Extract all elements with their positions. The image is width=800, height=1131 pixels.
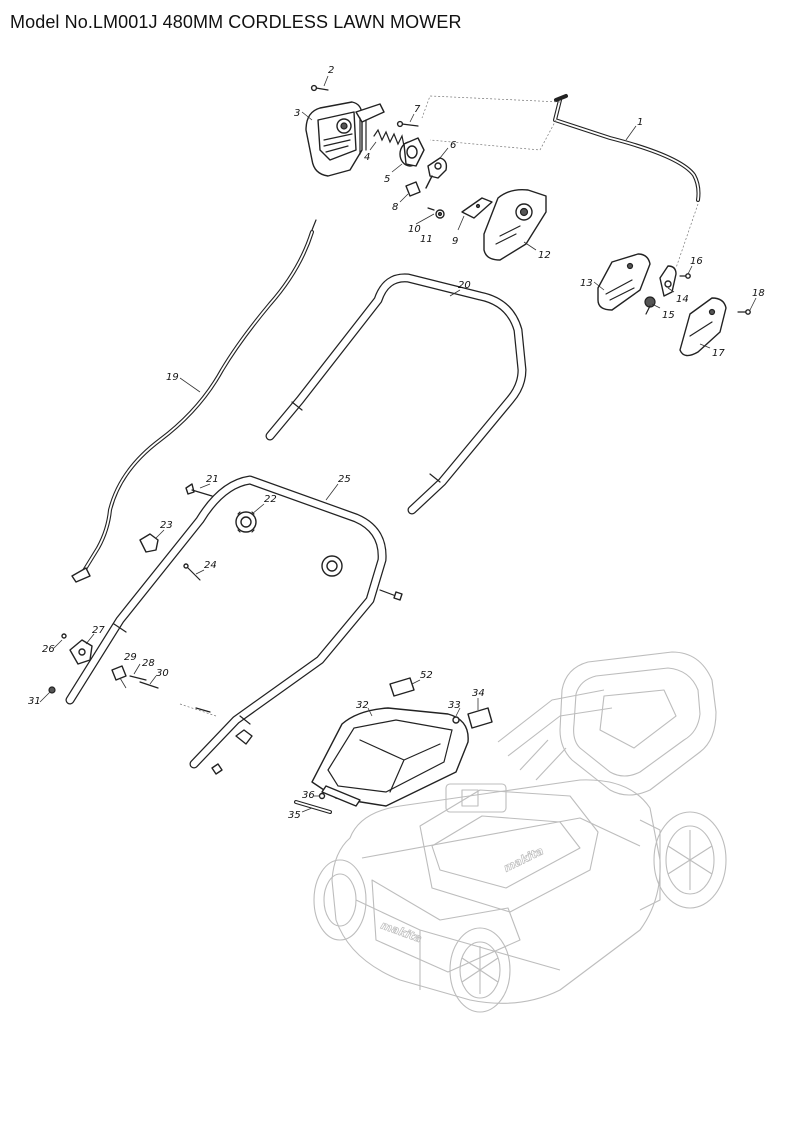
part-17-bracket — [679, 297, 727, 357]
brand-label-front: makita — [379, 919, 424, 946]
part-4-spring — [373, 128, 405, 147]
part-label-4: 4 — [364, 152, 370, 163]
part-30-bolt — [139, 681, 159, 689]
part-label-6: 6 — [450, 140, 456, 151]
part-35-pin — [294, 800, 332, 814]
part-15-knob — [644, 296, 656, 315]
part-1-control-rod — [421, 94, 701, 269]
part-label-27: 27 — [92, 625, 105, 636]
part-label-17: 17 — [712, 348, 725, 359]
part-label-23: 23 — [160, 520, 173, 531]
part-11-washer — [427, 207, 435, 211]
part-23-clamp — [139, 533, 159, 553]
part-16-screw — [679, 273, 691, 279]
part-34-latch — [467, 707, 493, 729]
part-20-upper-handle — [265, 273, 527, 515]
part-28-bolt — [129, 675, 147, 681]
part-26-pin — [61, 633, 67, 639]
part-label-20: 20 — [458, 280, 471, 291]
part-label-36: 36 — [302, 790, 315, 801]
part-9-plate — [461, 197, 493, 219]
part-3-left-bracket — [305, 101, 385, 177]
part-label-14: 14 — [676, 294, 689, 305]
part-label-7: 7 — [414, 104, 421, 115]
part-label-29: 29 — [124, 652, 137, 663]
part-label-30: 30 — [156, 668, 169, 679]
page-title: Model No.LM001J 480MM CORDLESS LAWN MOWE… — [10, 12, 462, 32]
part-13-right-bracket — [597, 253, 651, 311]
part-label-13: 13 — [580, 278, 593, 289]
part-label-34: 34 — [472, 688, 485, 699]
part-number-labels: 1 2 3 4 5 6 7 8 9 10 11 12 13 14 15 16 1… — [28, 65, 765, 821]
part-31-screw — [48, 686, 56, 694]
part-label-33: 33 — [448, 700, 461, 711]
part-2-screw — [310, 84, 329, 92]
part-14-lever — [659, 265, 677, 297]
part-7-screw — [396, 120, 419, 128]
part-label-12: 12 — [538, 250, 551, 261]
part-27-clamp-lever — [69, 639, 93, 665]
part-label-2: 2 — [328, 65, 334, 76]
part-32-battery-cover — [311, 707, 469, 807]
part-label-26: 26 — [42, 644, 55, 655]
part-label-3: 3 — [294, 108, 300, 119]
part-label-35: 35 — [288, 810, 301, 821]
part-label-24: 24 — [204, 560, 217, 571]
part-label-52: 52 — [420, 670, 433, 681]
part-label-9: 9 — [452, 236, 458, 247]
part-18-screw — [737, 309, 751, 315]
fasteners-lower — [179, 703, 253, 775]
part-12-right-housing — [483, 188, 547, 261]
part-label-1: 1 — [637, 117, 643, 128]
part-label-32: 32 — [356, 700, 369, 711]
part-label-15: 15 — [662, 310, 675, 321]
bolt-right — [379, 589, 403, 601]
part-8-clip — [405, 181, 421, 197]
part-10-nut — [435, 209, 445, 219]
part-label-21: 21 — [206, 474, 219, 485]
part-21-bolt — [185, 483, 213, 497]
part-label-18: 18 — [752, 288, 765, 299]
part-25-lower-handle — [65, 475, 387, 769]
part-5-knob — [399, 137, 425, 167]
part-label-10: 10 — [408, 224, 421, 235]
part-label-8: 8 — [392, 202, 398, 213]
part-29-bushing — [111, 665, 127, 681]
mower-outline: makita makita — [313, 651, 727, 1013]
part-label-19: 19 — [166, 372, 179, 383]
part-label-11: 11 — [420, 234, 433, 245]
part-label-25: 25 — [338, 474, 351, 485]
part-22-knob — [235, 511, 257, 533]
part-label-22: 22 — [264, 494, 277, 505]
part-33-screw — [452, 716, 460, 724]
part-label-28: 28 — [142, 658, 155, 669]
knob-right — [321, 555, 343, 577]
leader-lines — [39, 75, 757, 813]
part-52-label — [389, 677, 415, 697]
part-6-cam — [425, 157, 448, 189]
part-36-spring — [318, 792, 326, 800]
part-19-cable — [71, 219, 317, 583]
part-label-16: 16 — [690, 256, 703, 267]
part-label-31: 31 — [28, 696, 41, 707]
part-label-5: 5 — [384, 174, 390, 185]
part-24-screw — [183, 563, 201, 581]
